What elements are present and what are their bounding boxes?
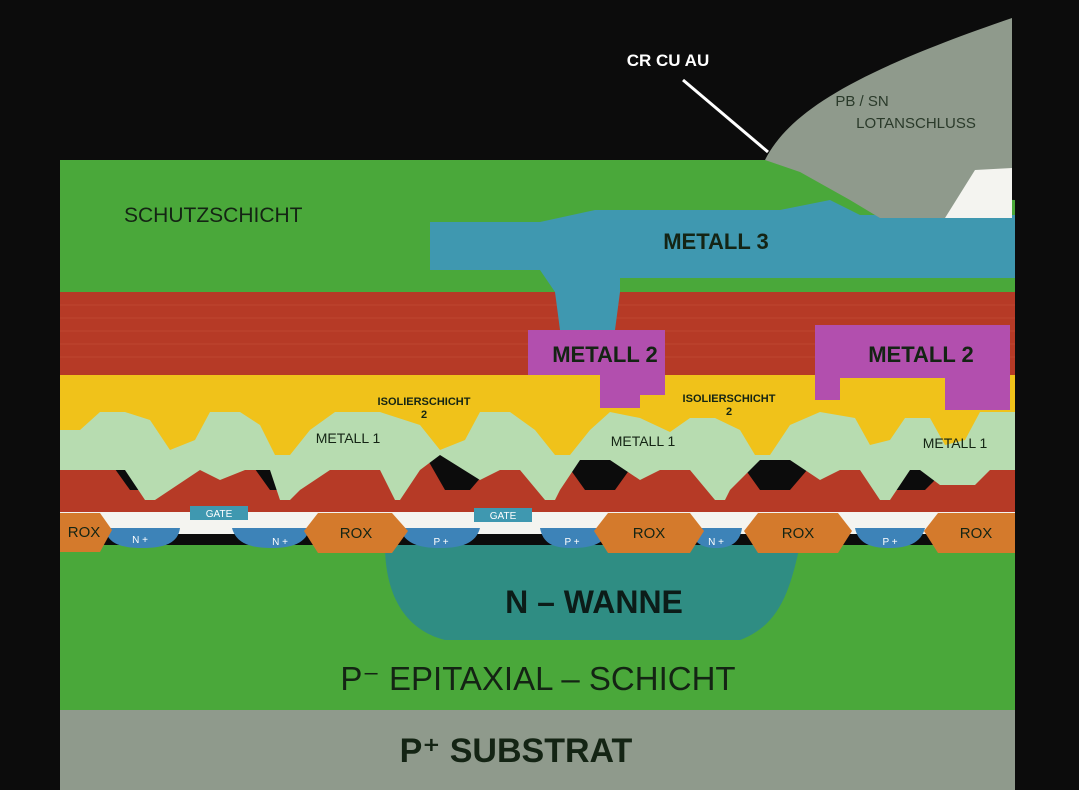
label-metal2-right: METALL 2 xyxy=(868,342,974,367)
label-gate-2: GATE xyxy=(490,511,517,522)
label-metal1-3: METALL 1 xyxy=(923,435,988,451)
insulator2-layer xyxy=(60,375,1015,455)
diffusion-p-plus-1 xyxy=(400,528,480,548)
label-solder-1: PB / SN xyxy=(835,93,888,110)
label-p-plus-1: P + xyxy=(433,537,448,548)
label-n-plus-1: N + xyxy=(132,535,148,546)
label-n-plus-3: N + xyxy=(708,537,724,548)
label-protection: SCHUTZSCHICHT xyxy=(124,204,303,227)
label-rox-3: ROX xyxy=(633,525,666,542)
n-well xyxy=(385,545,800,640)
label-metal2-left: METALL 2 xyxy=(552,342,658,367)
rox-3 xyxy=(594,513,704,553)
label-n-plus-2: N + xyxy=(272,537,288,548)
label-p-plus-2: P + xyxy=(564,537,579,548)
label-p-plus-3: P + xyxy=(882,537,897,548)
diffusion-n-plus-3 xyxy=(690,528,742,548)
label-insulator-right-1: ISOLIERSCHICHT xyxy=(683,393,776,405)
diffusion-n-plus-1 xyxy=(105,528,180,548)
rox-4 xyxy=(744,513,852,553)
rox-regions xyxy=(60,513,1015,553)
label-rox-4: ROX xyxy=(782,525,815,542)
solder-bump xyxy=(765,18,1012,218)
solder-wedge xyxy=(945,168,1012,218)
diffusion-p-plus-2 xyxy=(540,528,610,548)
label-n-well: N – WANNE xyxy=(505,584,683,620)
label-metal1-1: METALL 1 xyxy=(316,430,381,446)
label-rox-5: ROX xyxy=(960,525,993,542)
label-insulator-left-2: 2 xyxy=(421,409,427,421)
pointer-line xyxy=(682,78,769,154)
gate-2 xyxy=(474,508,532,522)
metal3-layer xyxy=(430,200,1015,330)
rox-5 xyxy=(924,513,1015,553)
label-gate-1: GATE xyxy=(206,509,233,520)
label-rox-1: ROX xyxy=(68,524,101,541)
diffusion-p-plus-3 xyxy=(855,528,925,548)
diffusions xyxy=(105,528,925,548)
label-insulator-left-1: ISOLIERSCHICHT xyxy=(378,396,471,408)
gate-1 xyxy=(190,506,248,520)
substrate-layer xyxy=(60,708,1015,790)
diffusion-n-plus-2 xyxy=(232,528,310,548)
label-solder-2: LOTANSCHLUSS xyxy=(856,115,976,132)
label-rox-2: ROX xyxy=(340,525,373,542)
metal2-left xyxy=(528,330,665,408)
label-metal3: METALL 3 xyxy=(663,229,769,254)
label-metal1-2: METALL 1 xyxy=(611,433,676,449)
rox-1 xyxy=(60,513,112,552)
label-epi: P⁻ EPITAXIAL – SCHICHT xyxy=(340,660,735,697)
rox-2 xyxy=(304,513,408,553)
label-top-metal: CR CU AU xyxy=(627,51,709,70)
label-insulator-right-2: 2 xyxy=(726,406,732,418)
label-substrate: P⁺ SUBSTRAT xyxy=(400,732,633,770)
metal2-right xyxy=(815,325,1010,410)
